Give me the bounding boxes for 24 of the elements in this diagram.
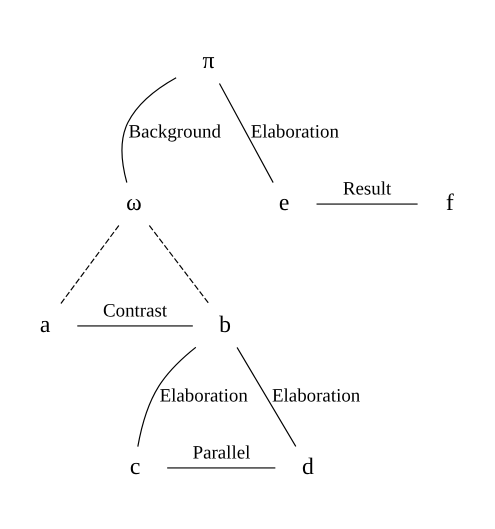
edge-label: Parallel [192,442,250,463]
node-text: d [302,453,314,480]
node-text: π [202,47,214,74]
connector [316,202,418,204]
node-text: e [278,189,290,216]
node-text: ω [126,189,142,216]
connector [137,346,196,446]
connector [77,324,193,326]
edge-label: Elaboration [160,384,248,406]
connector [167,466,276,468]
connector [60,224,120,304]
edge-label: Result [342,178,392,199]
connector [236,346,296,446]
edge-label: Elaboration [250,121,339,142]
edge-label: Background [128,121,221,142]
edge-label: Contrast [103,300,168,321]
node-text: b [219,311,231,338]
node-text: a [40,311,50,338]
node-text: f [446,189,454,216]
edge-label: Elaboration [272,384,360,406]
connector [121,76,176,182]
connector [218,82,274,182]
connector [148,224,210,304]
node-text: c [130,453,140,480]
